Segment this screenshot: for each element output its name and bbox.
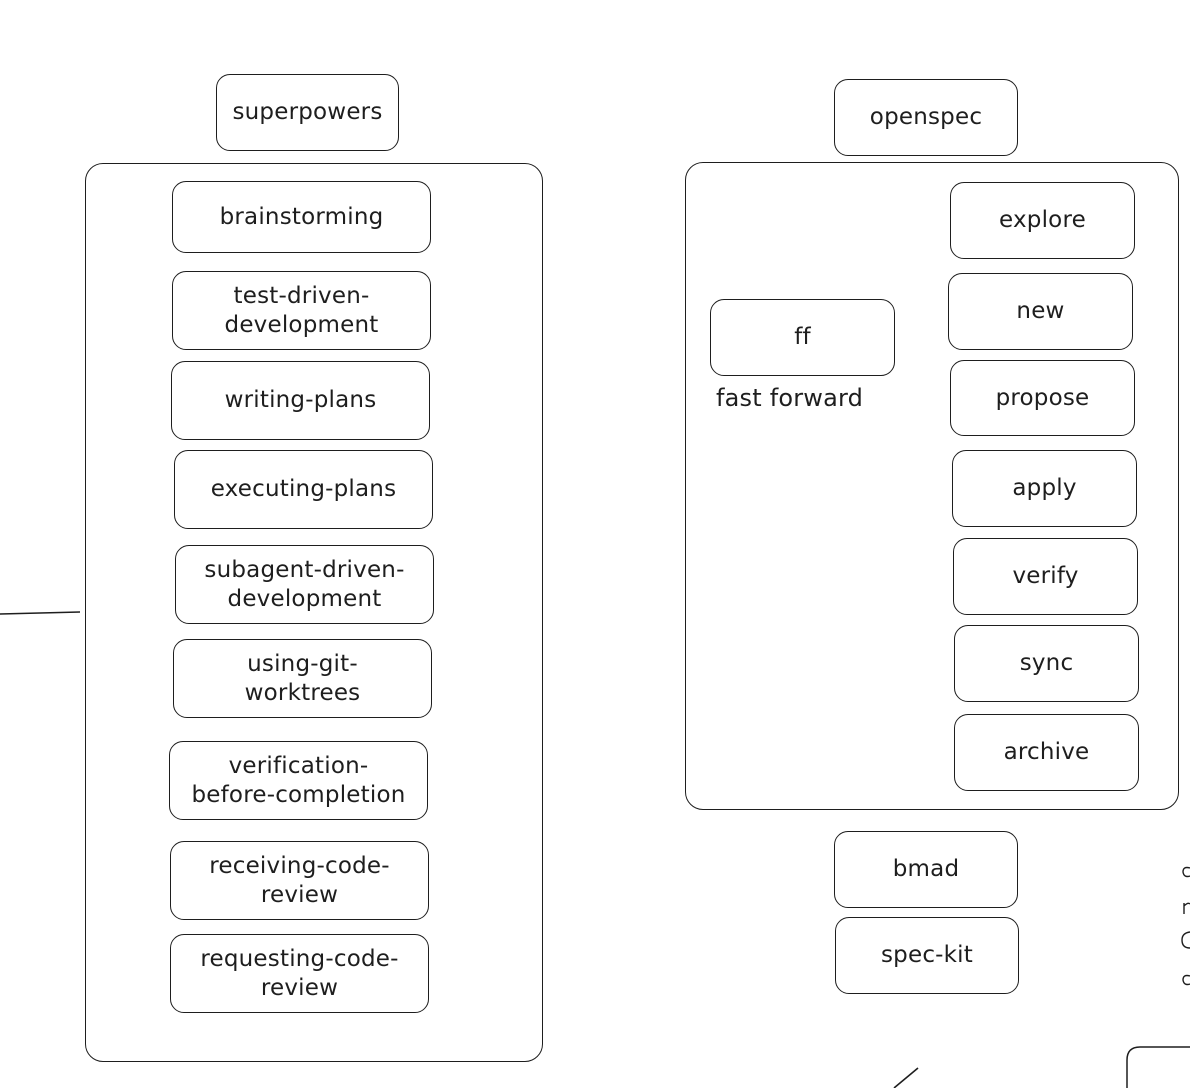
superpowers-title: superpowers — [216, 74, 399, 151]
skill-label: executing-plans — [210, 476, 397, 503]
skill-writing-plans[interactable]: writing-plans — [171, 361, 430, 440]
command-label: ff — [794, 324, 811, 351]
superpowers-title-label: superpowers — [232, 99, 383, 126]
ff-caption: fast forward — [716, 384, 864, 412]
command-verify[interactable]: verify — [953, 538, 1138, 615]
skill-label: writing-plans — [224, 387, 377, 414]
command-ff[interactable]: ff — [710, 299, 895, 376]
skill-label: using-git- worktrees — [244, 650, 361, 706]
skill-label: requesting-code- review — [200, 945, 399, 1001]
skill-label: verification- before-completion — [191, 752, 406, 808]
openspec-container — [685, 162, 1179, 810]
clipped-glyph — [1183, 902, 1190, 914]
skill-receiving-code-review[interactable]: receiving-code- review — [170, 841, 429, 920]
command-label: new — [1016, 298, 1065, 325]
tool-label: spec-kit — [880, 942, 973, 969]
connector-line-left — [0, 611, 81, 615]
command-sync[interactable]: sync — [954, 625, 1139, 702]
skill-label: receiving-code- review — [209, 852, 390, 908]
tool-label: bmad — [892, 856, 960, 883]
skill-label: brainstorming — [219, 203, 384, 230]
skill-test-driven-development[interactable]: test-driven- development — [172, 271, 431, 350]
command-new[interactable]: new — [948, 273, 1133, 350]
command-label: propose — [995, 384, 1090, 411]
command-apply[interactable]: apply — [952, 450, 1137, 527]
command-propose[interactable]: propose — [950, 360, 1135, 436]
command-explore[interactable]: explore — [950, 182, 1135, 259]
clipped-glyph — [1182, 974, 1190, 986]
command-label: explore — [999, 207, 1086, 234]
skill-brainstorming[interactable]: brainstorming — [172, 181, 431, 253]
skill-subagent-driven-development[interactable]: subagent-driven- development — [175, 545, 434, 624]
connector-line-bottom — [893, 1067, 919, 1088]
openspec-title-label: openspec — [869, 104, 983, 131]
skill-verification-before-completion[interactable]: verification- before-completion — [169, 741, 428, 820]
skill-label: test-driven- development — [224, 282, 379, 338]
command-label: sync — [1019, 650, 1074, 677]
command-label: archive — [1003, 739, 1090, 766]
skill-using-git-worktrees[interactable]: using-git- worktrees — [173, 639, 432, 718]
skill-label: subagent-driven- development — [204, 556, 405, 612]
partial-box-bottom-right — [1126, 1046, 1190, 1088]
openspec-title: openspec — [834, 79, 1018, 156]
clipped-glyph — [1182, 866, 1190, 878]
tool-bmad[interactable]: bmad — [834, 831, 1018, 908]
clipped-glyph — [1181, 931, 1190, 949]
command-label: apply — [1012, 475, 1077, 502]
skill-requesting-code-review[interactable]: requesting-code- review — [170, 934, 429, 1013]
skill-executing-plans[interactable]: executing-plans — [174, 450, 433, 529]
tool-spec-kit[interactable]: spec-kit — [835, 917, 1019, 994]
superpowers-container — [85, 163, 543, 1062]
command-label: verify — [1012, 563, 1079, 590]
command-archive[interactable]: archive — [954, 714, 1139, 791]
